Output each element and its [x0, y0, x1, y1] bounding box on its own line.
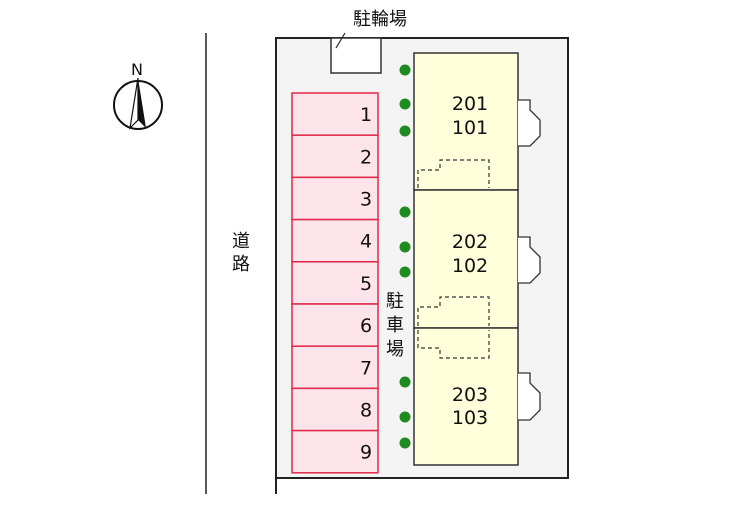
- building-1: 201 101: [413, 52, 541, 191]
- bicycle-parking-leader: [335, 32, 346, 49]
- road-label-char-2: 路: [232, 254, 250, 275]
- balcony-3: [518, 372, 541, 421]
- compass-label: N: [131, 60, 143, 79]
- parking-space-number-9: 9: [360, 442, 372, 464]
- building-2: 202 102: [413, 189, 541, 329]
- bicycle-parking-area: [330, 37, 382, 74]
- tree-icon: [399, 98, 411, 110]
- compass-north-icon: [113, 77, 163, 130]
- tree-icon: [399, 411, 411, 423]
- unit-label-101: 101: [452, 117, 488, 139]
- parking-space-1: [291, 92, 379, 136]
- unit-label-203: 203: [452, 384, 488, 406]
- tree-icon: [399, 64, 411, 76]
- entrance-outline-2: [417, 296, 490, 326]
- tree-icon: [399, 437, 411, 449]
- car-parking-label-char-2: 車: [386, 315, 404, 336]
- car-parking-label-char-3: 場: [386, 339, 404, 360]
- road-label-char-1: 道: [232, 231, 250, 252]
- parking-space-8: [291, 387, 379, 432]
- building-3: 203 103: [413, 327, 541, 466]
- parking-space-number-5: 5: [360, 273, 372, 295]
- unit-label-201: 201: [452, 93, 488, 115]
- balcony-2: [518, 236, 541, 284]
- unit-label-102: 102: [452, 255, 488, 277]
- unit-label-202: 202: [452, 231, 488, 253]
- tree-icon: [399, 125, 411, 137]
- parking-space-3: [291, 176, 379, 221]
- entrance-outline-1: [417, 159, 490, 188]
- trees: [399, 64, 411, 449]
- tree-icon: [399, 376, 411, 388]
- parking-space-number-3: 3: [360, 189, 372, 211]
- parking-space-5: [291, 261, 379, 305]
- tree-icon: [399, 266, 411, 278]
- parking-space-6: [291, 303, 379, 347]
- bicycle-parking-label: 駐輪場: [353, 9, 407, 30]
- balcony-1: [518, 99, 541, 147]
- parking-space-number-4: 4: [360, 231, 372, 253]
- tree-icon: [399, 206, 411, 218]
- parking-space-number-6: 6: [360, 315, 372, 337]
- car-parking-label-char-1: 駐: [386, 291, 404, 312]
- parking-space-number-1: 1: [360, 104, 372, 126]
- parking-spaces: 1 2 3 4 5 6 7 8 9: [291, 92, 379, 474]
- parking-space-number-8: 8: [360, 400, 372, 422]
- entrance-outline-3: [417, 330, 490, 359]
- parking-space-number-2: 2: [360, 146, 372, 168]
- parking-space-4: [291, 218, 379, 263]
- parking-space-number-7: 7: [360, 357, 372, 379]
- tree-icon: [399, 241, 411, 253]
- unit-label-103: 103: [452, 407, 488, 429]
- parking-space-9: [291, 429, 379, 474]
